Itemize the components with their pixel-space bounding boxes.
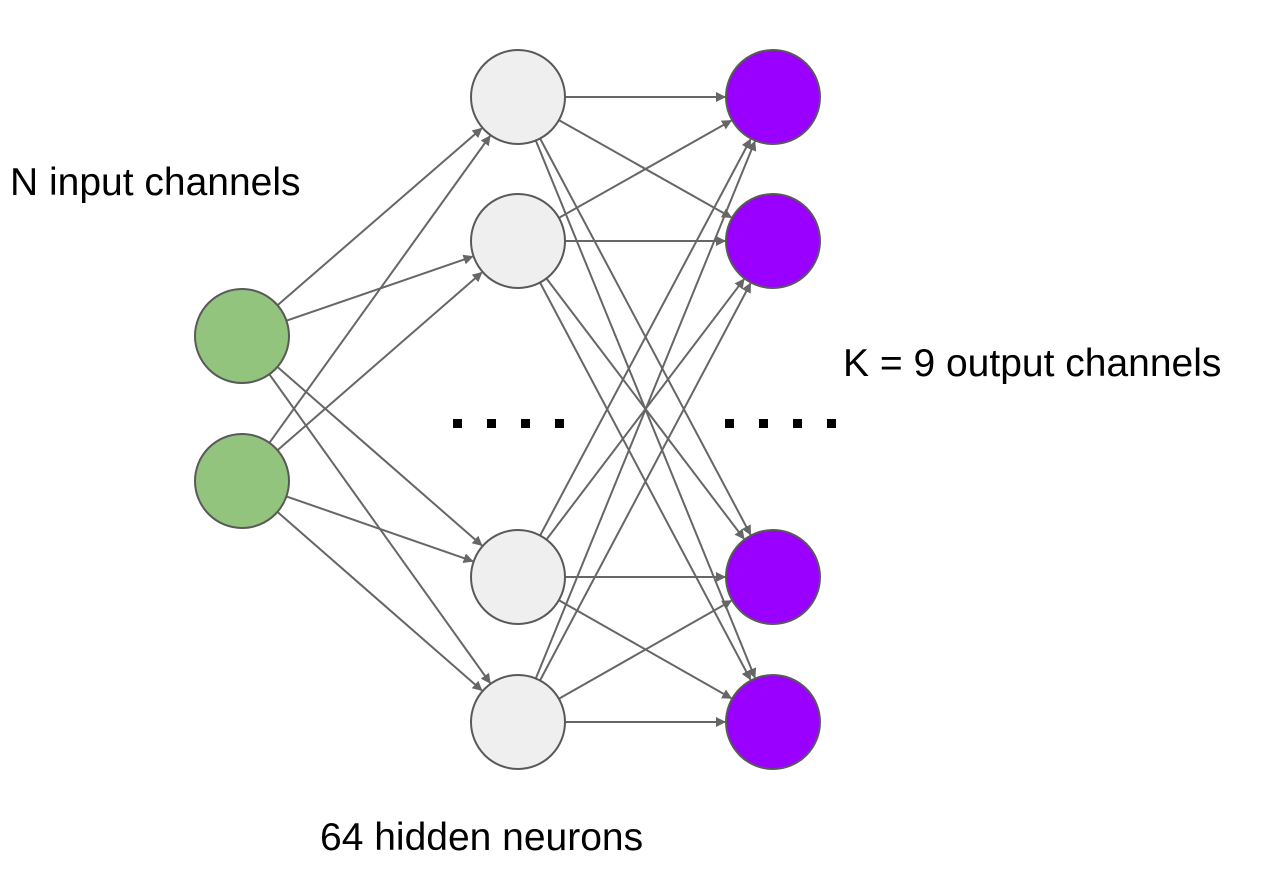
input-hidden-edge	[276, 511, 483, 692]
ellipsis-dot	[759, 419, 768, 428]
ellipsis-markers	[453, 419, 836, 428]
input-layer-label: N input channels	[10, 161, 301, 204]
hidden-neuron	[470, 49, 566, 145]
hidden-neuron	[470, 529, 566, 625]
ellipsis-dot	[725, 419, 734, 428]
hidden-neuron	[470, 674, 566, 770]
input-neuron	[194, 288, 290, 384]
input-hidden-edge	[268, 135, 491, 444]
input-hidden-edge	[286, 495, 474, 563]
output-layer-label: K = 9 output channels	[843, 342, 1222, 385]
connection-edges	[268, 92, 757, 727]
ellipsis-dot	[793, 419, 802, 428]
neuron-nodes	[194, 49, 821, 770]
ellipsis-dot	[521, 419, 530, 428]
output-ellipsis	[725, 419, 836, 428]
hidden-output-edge	[539, 138, 752, 536]
hidden-ellipsis	[453, 419, 564, 428]
hidden-output-edge	[558, 119, 733, 219]
output-neuron	[725, 674, 821, 770]
input-hidden-edge	[276, 127, 483, 306]
hidden-layer-label: 64 hidden neurons	[320, 816, 644, 859]
input-hidden-edge	[276, 366, 483, 547]
ellipsis-dot	[827, 419, 836, 428]
ellipsis-dot	[487, 419, 496, 428]
output-neuron	[725, 49, 821, 145]
output-neuron	[725, 529, 821, 625]
input-neuron	[194, 433, 290, 529]
hidden-neuron	[470, 193, 566, 289]
input-hidden-edge	[276, 271, 483, 451]
output-neuron	[725, 193, 821, 289]
ellipsis-dot	[453, 419, 462, 428]
ellipsis-dot	[555, 419, 564, 428]
hidden-output-edge	[558, 599, 733, 700]
hidden-output-edge	[534, 140, 757, 679]
hidden-output-edge	[539, 282, 752, 681]
